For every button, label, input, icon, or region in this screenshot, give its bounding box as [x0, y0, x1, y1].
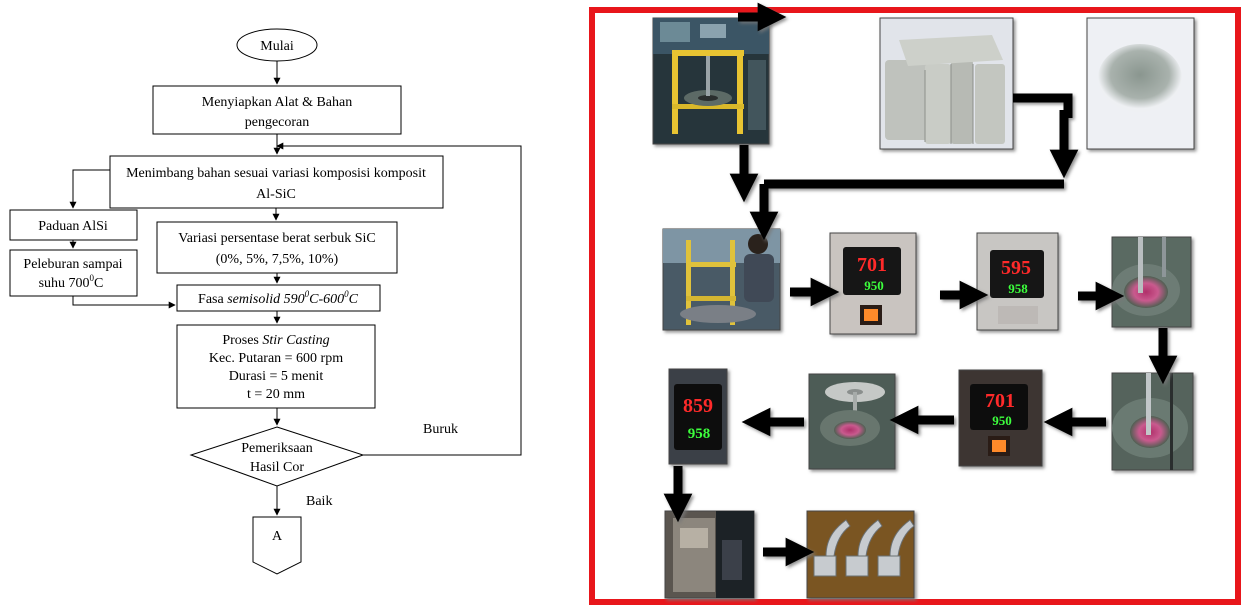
- photo-cast-specimens: [806, 510, 915, 599]
- connector-a: [252, 516, 302, 575]
- variation-label-line2: (0%, 5%, 7,5%, 10%): [216, 252, 339, 267]
- photo-stirring-impeller: [808, 373, 896, 470]
- photo-molten-crucible-2: [1111, 372, 1194, 471]
- bad-label: Buruk: [423, 422, 458, 437]
- start-label: Mulai: [260, 39, 294, 54]
- process-arrows: [663, 2, 1178, 567]
- arrow-melt-to-semisolid: [72, 296, 176, 309]
- variation-label-line1: Variasi persentase berat serbuk SiC: [178, 231, 376, 246]
- prepare-box: [152, 85, 402, 135]
- good-label: Baik: [306, 494, 332, 509]
- stir-label-line3: Durasi = 5 menit: [229, 369, 324, 384]
- prepare-label-line1: Menyiapkan Alat & Bahan: [202, 95, 352, 110]
- alloy-box: [9, 209, 138, 241]
- display-4-pv: 859: [683, 395, 713, 417]
- stir-casting-box: [176, 324, 376, 409]
- photo-temp-display-3: 701 950: [958, 369, 1043, 467]
- inspect-label-line2: Hasil Cor: [250, 460, 304, 475]
- semisolid-label: Fasa semisolid 5900C-6000C: [198, 289, 359, 307]
- photo-temp-display-1: 701 950: [829, 232, 917, 335]
- stir-label-line2: Kec. Putaran = 600 rpm: [209, 351, 343, 366]
- photo-sic-powder: [1086, 17, 1195, 150]
- connector-label: A: [272, 529, 283, 544]
- display-3-pv: 701: [985, 390, 1015, 412]
- photo-pouring-mold: [664, 510, 755, 599]
- display-1-pv: 701: [857, 254, 887, 276]
- photo-molten-crucible-1: [1111, 236, 1192, 328]
- variation-box: [156, 221, 398, 274]
- display-3-sv: 950: [992, 413, 1012, 428]
- melt-box: [9, 249, 138, 297]
- photo-temp-display-4: 859 958: [668, 368, 728, 465]
- melt-label-line2: suhu 7000C: [39, 273, 104, 291]
- photo-temp-display-2: 595 958: [976, 232, 1059, 331]
- stir-label-line1: Proses Stir Casting: [222, 333, 329, 348]
- display-1-sv: 950: [864, 278, 884, 293]
- weigh-label-line1: Menimbang bahan sesuai variasi komposisi…: [126, 166, 426, 181]
- display-2-sv: 958: [1008, 281, 1028, 296]
- photo-operator-rig: [662, 228, 781, 331]
- flowchart: Mulai Menyiapkan Alat & Bahan pengecoran…: [9, 28, 522, 575]
- display-2-pv: 595: [1001, 257, 1031, 279]
- inspection-decision: [189, 426, 365, 487]
- photo-alsi-ingots: [879, 17, 1014, 150]
- stir-label-line4: t = 20 mm: [247, 387, 305, 402]
- display-4-sv: 958: [688, 426, 711, 442]
- arrow-bad-loop: [276, 142, 522, 456]
- weigh-label-line2: Al-SiC: [256, 187, 296, 202]
- arrow-weigh-to-alloy: [69, 169, 110, 209]
- melt-label-line1: Peleburan sampai: [23, 257, 122, 272]
- prepare-label-line2: pengecoran: [245, 115, 310, 130]
- inspect-label-line1: Pemeriksaan: [241, 441, 313, 456]
- alloy-label: Paduan AlSi: [38, 219, 108, 234]
- photo-stir-casting-rig: [652, 17, 770, 145]
- semisolid-box: [176, 284, 381, 312]
